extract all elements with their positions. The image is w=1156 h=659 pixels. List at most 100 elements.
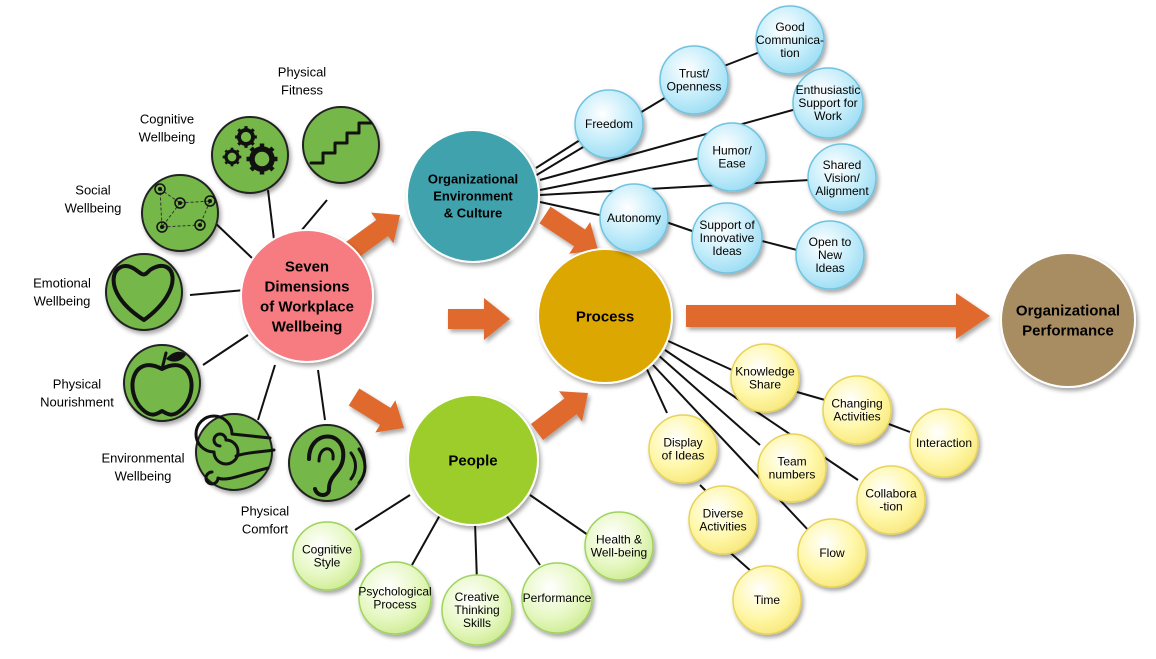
people-node: People <box>407 394 539 526</box>
label-line: Work <box>814 109 843 123</box>
environment-item: Humor/Ease <box>697 122 767 192</box>
network-icon <box>154 183 216 233</box>
label-line: Thinking <box>454 603 499 617</box>
environment-item-shape <box>691 202 763 274</box>
process-item-label: Interaction <box>916 436 972 450</box>
connector-line <box>211 219 253 259</box>
label-line: Dimensions <box>264 278 349 295</box>
environment-item-label: Humor/Ease <box>712 144 752 171</box>
label-line: Environment <box>433 189 513 204</box>
dimension-item <box>123 344 201 422</box>
people-item-shape <box>441 574 513 646</box>
label-line: Support of <box>699 218 755 232</box>
label-line: Physical <box>278 65 327 80</box>
label-line: Well-being <box>591 546 647 560</box>
label-line: New <box>818 248 842 262</box>
environment-item-label: Autonomy <box>607 211 661 225</box>
label-line: Humor/ <box>712 144 752 158</box>
label-line: Freedom <box>585 117 633 131</box>
process-node-label: Process <box>576 308 634 325</box>
label-line: Style <box>314 556 341 570</box>
label-line: Activities <box>833 410 880 424</box>
process-node: Process <box>537 248 673 384</box>
people-item: Health &Well-being <box>584 511 654 581</box>
label-line: & Culture <box>444 206 503 221</box>
environment-item: Autonomy <box>599 183 669 253</box>
environment-item: Freedom <box>574 89 644 159</box>
flow-arrow <box>539 206 598 254</box>
process-item-shape <box>730 343 800 413</box>
connector-line <box>317 369 326 421</box>
label-line: Wellbeing <box>34 294 91 309</box>
dimension-item <box>105 253 183 331</box>
connector-line <box>474 521 478 583</box>
process-item-shape <box>909 408 979 478</box>
label-line: tion <box>780 46 799 60</box>
environment-item-shape <box>807 143 877 213</box>
label-line: Wellbeing <box>65 201 122 216</box>
connector-line <box>202 334 249 366</box>
connector-line <box>539 201 605 217</box>
connector-line <box>505 514 541 566</box>
process-item-shape <box>732 565 802 635</box>
dimension-circle <box>105 253 183 331</box>
label-line: Nourishment <box>40 395 114 410</box>
label-line: Wellbeing <box>115 469 172 484</box>
environment-item-shape <box>659 45 729 115</box>
connector-line <box>257 364 276 421</box>
label-line: Time <box>754 593 781 607</box>
label-line: Comfort <box>242 522 289 537</box>
dimension-item <box>141 174 219 252</box>
process-item: Collabora-tion <box>856 465 926 535</box>
stairs-icon <box>309 121 373 165</box>
flow-arrow <box>346 212 400 259</box>
label-line: Innovative <box>700 231 755 245</box>
process-item-label: Flow <box>819 546 845 560</box>
label-line: Alignment <box>815 184 869 198</box>
environment-node-shape <box>406 129 540 263</box>
connector-line <box>535 139 581 169</box>
arrows <box>346 206 990 440</box>
label-line: Shared <box>823 158 862 172</box>
label-line: Cognitive <box>140 112 194 127</box>
process-item-label: Collabora-tion <box>865 487 917 514</box>
label-line: Changing <box>831 397 882 411</box>
label-line: Ease <box>718 157 746 171</box>
process-item: Time <box>732 565 802 635</box>
label-line: Collabora <box>865 487 917 501</box>
label-line: Skills <box>463 616 491 630</box>
environment-item-shape <box>795 220 865 290</box>
environment-item-shape <box>792 67 864 139</box>
flow-arrow <box>348 388 404 433</box>
label-line: Communica- <box>756 33 824 47</box>
process-node-shape <box>537 248 673 384</box>
connector-lines <box>189 51 911 583</box>
label-line: numbers <box>769 468 816 482</box>
connector-line <box>354 494 411 531</box>
process-item-shape <box>856 465 926 535</box>
environment-item-label: Trust/Openness <box>667 67 722 94</box>
